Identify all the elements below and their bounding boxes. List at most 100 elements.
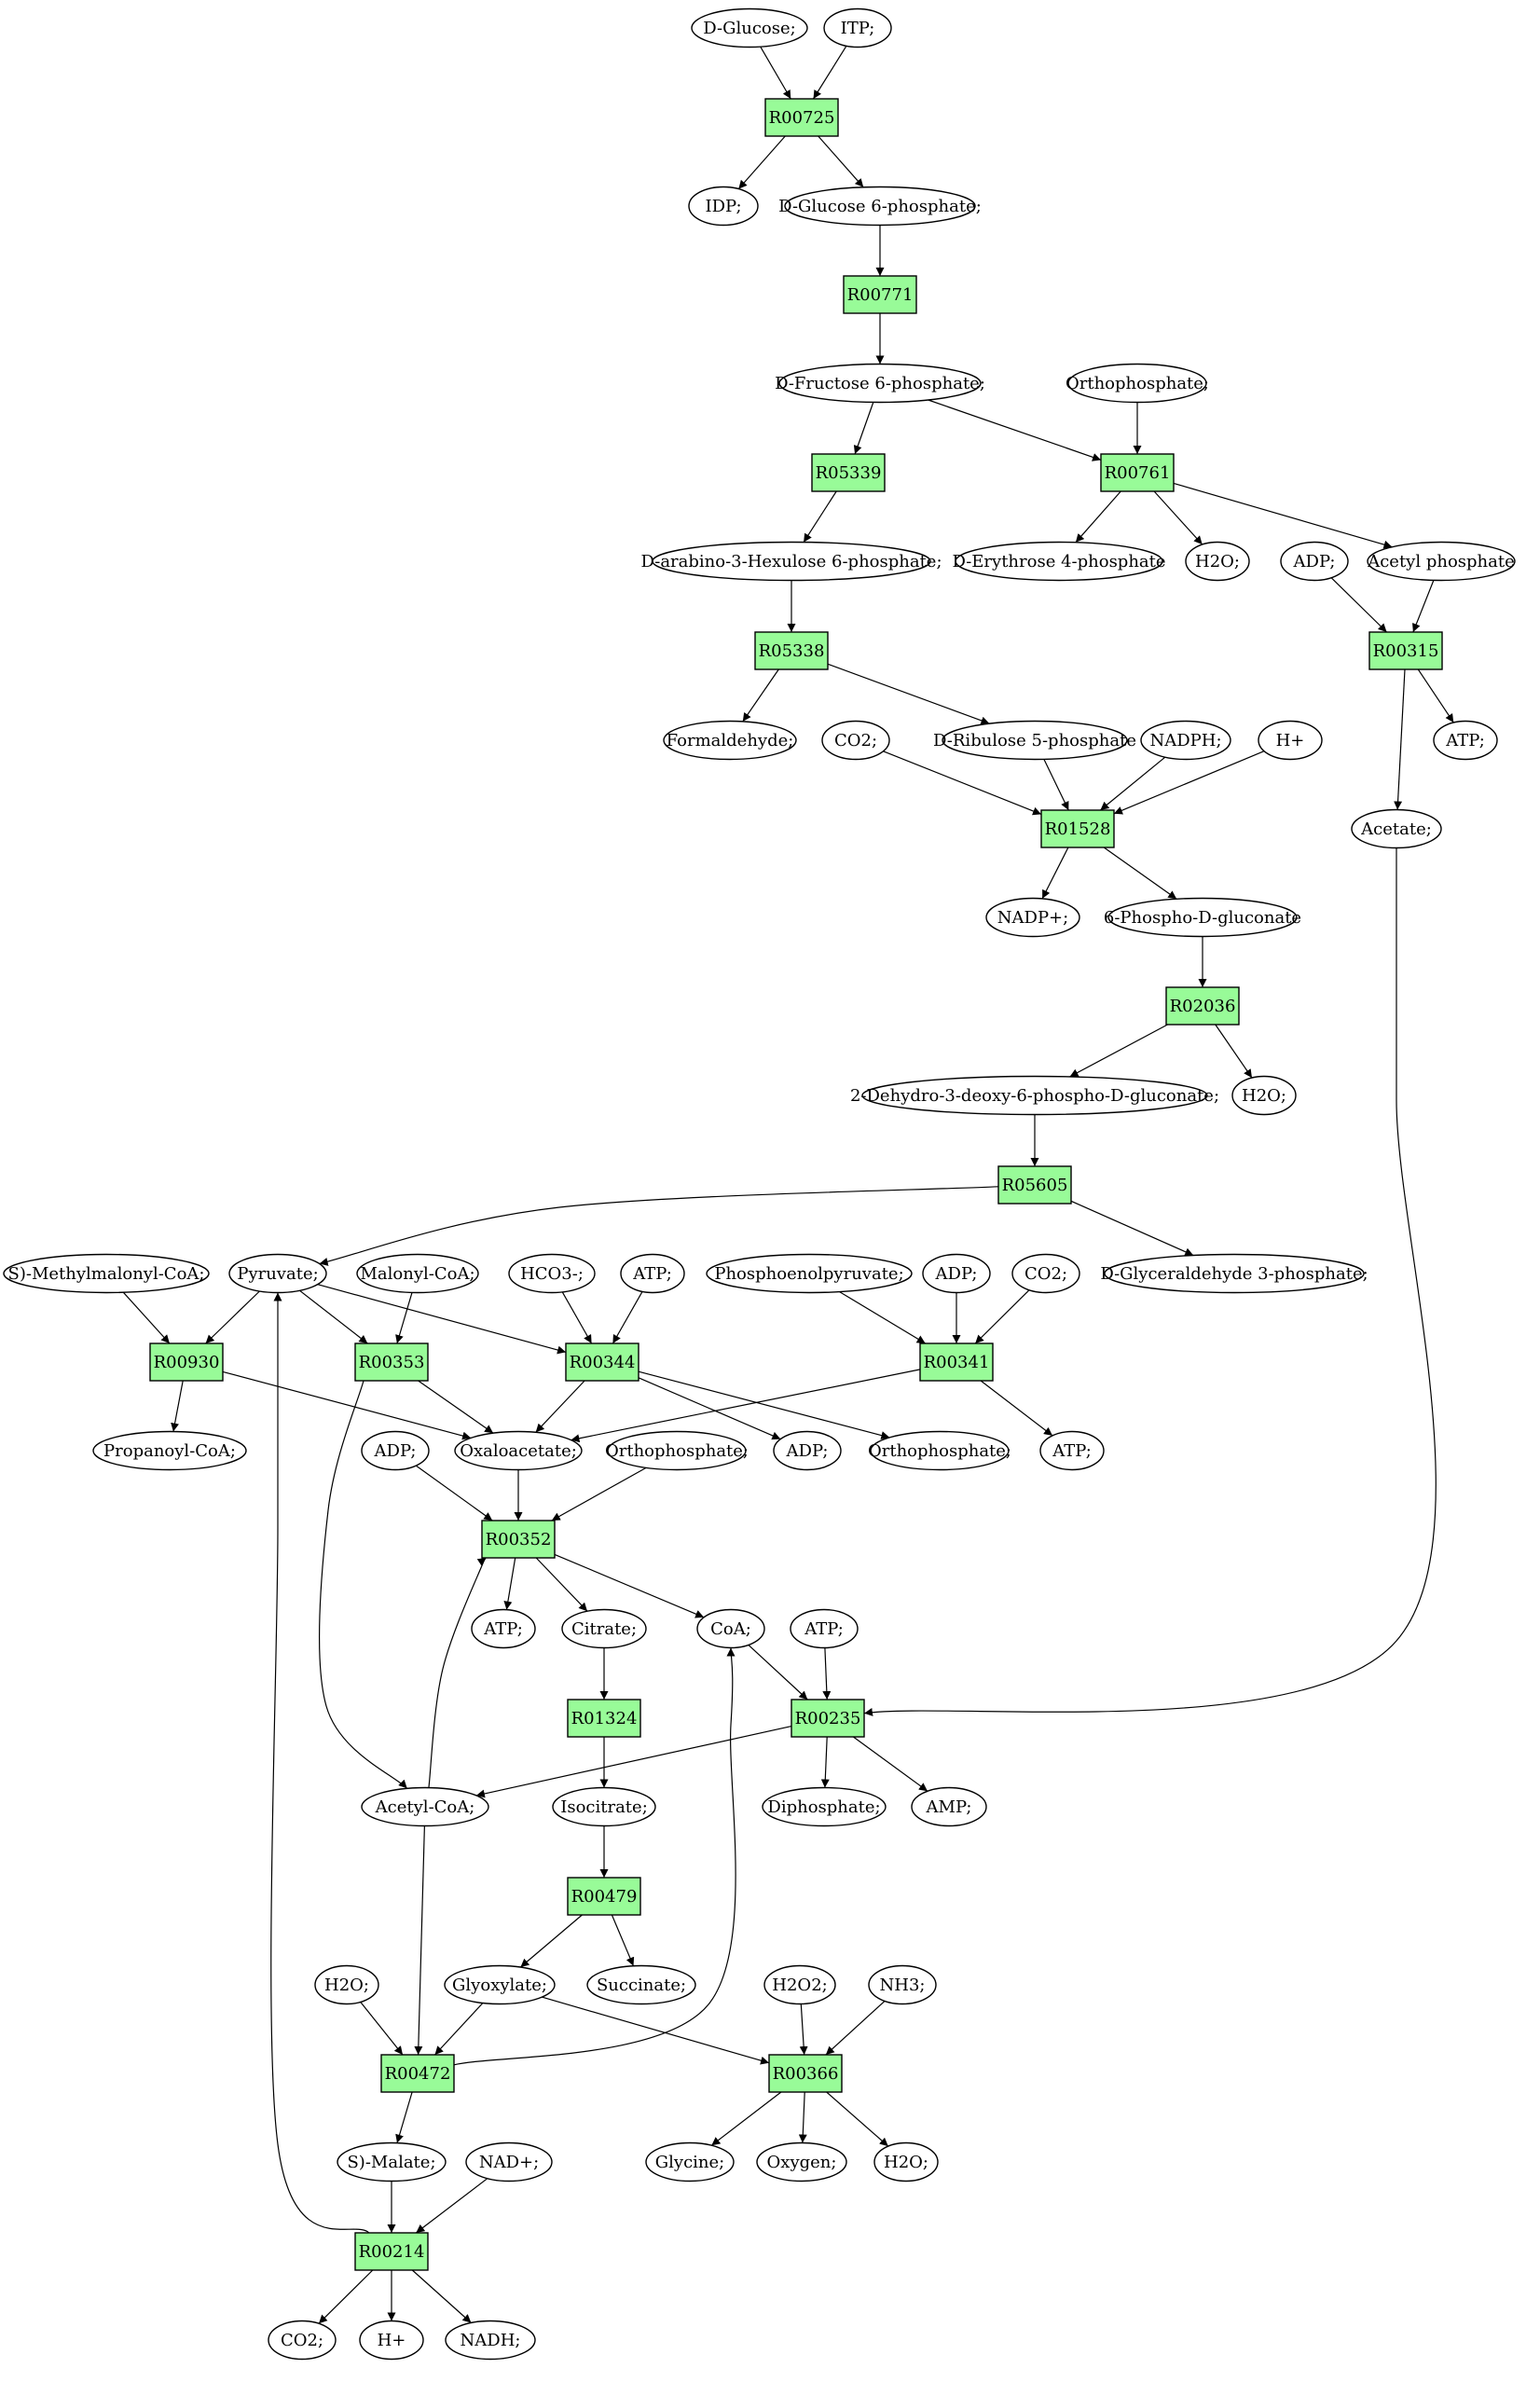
metabolite-node-idp[interactable]: IDP;: [688, 186, 759, 227]
metabolite-node-g6p[interactable]: D-Glucose 6-phosphate;: [778, 186, 982, 227]
metabolite-node-ribulose[interactable]: D-Ribulose 5-phosphate: [933, 720, 1136, 761]
metabolite-node-citrate[interactable]: Citrate;: [561, 1608, 647, 1649]
metabolite-node-hexulose[interactable]: D-arabino-3-Hexulose 6-phosphate;: [640, 541, 942, 582]
metabolite-ellipse: [691, 7, 808, 48]
metabolite-node-nadpplus[interactable]: NADP+;: [985, 897, 1080, 938]
reaction-node-R00315[interactable]: R00315: [1368, 631, 1443, 670]
reaction-node-R00771[interactable]: R00771: [843, 275, 917, 314]
metabolite-node-glycine[interactable]: Glycine;: [645, 2141, 735, 2182]
node-label: Citrate;: [571, 1619, 637, 1639]
reaction-node-R00930[interactable]: R00930: [149, 1342, 224, 1382]
metabolite-node-hplus1[interactable]: H+: [1258, 720, 1323, 761]
metabolite-node-hco3[interactable]: HCO3-;: [508, 1253, 596, 1294]
metabolite-node-itp[interactable]: ITP;: [823, 7, 892, 48]
metabolite-node-atp5[interactable]: ATP;: [790, 1608, 859, 1649]
reaction-node-R05339[interactable]: R05339: [811, 453, 886, 492]
metabolite-node-smm[interactable]: S)-Methylmalonyl-CoA;: [3, 1253, 210, 1294]
metabolite-node-acetylp[interactable]: Acetyl phosphate: [1367, 541, 1516, 582]
metabolite-node-h2o2[interactable]: H2O2;: [763, 1964, 836, 2005]
metabolite-ellipse: [1433, 720, 1498, 761]
metabolite-node-adp4[interactable]: ADP;: [773, 1430, 842, 1471]
metabolite-node-glyoxylate[interactable]: Glyoxylate;: [444, 1964, 556, 2005]
reaction-node-R00235[interactable]: R00235: [791, 1699, 865, 1738]
metabolite-ellipse: [337, 2141, 447, 2182]
metabolite-node-nadph[interactable]: NADPH;: [1140, 720, 1231, 761]
reaction-node-R00353[interactable]: R00353: [354, 1342, 429, 1382]
metabolite-node-oaa[interactable]: Oxaloacetate;: [454, 1430, 583, 1471]
node-label: Pyruvate;: [237, 1264, 318, 1284]
metabolite-node-oxygen[interactable]: Oxygen;: [756, 2141, 847, 2182]
metabolite-node-orthop3[interactable]: Orthophosphate;: [868, 1430, 1011, 1471]
metabolite-node-nh3[interactable]: NH3;: [868, 1964, 937, 2005]
node-label: R01324: [571, 1709, 638, 1728]
reaction-node-R01324[interactable]: R01324: [567, 1699, 641, 1738]
metabolite-node-succinate[interactable]: Succinate;: [586, 1964, 696, 2005]
metabolite-ellipse: [688, 186, 759, 227]
metabolite-node-propanoyl[interactable]: Propanoyl-CoA;: [92, 1430, 247, 1471]
metabolite-node-co2c[interactable]: CO2;: [268, 2320, 337, 2361]
node-label: D-Fructose 6-phosphate;: [775, 374, 985, 393]
metabolite-node-glucose[interactable]: D-Glucose;: [691, 7, 808, 48]
metabolite-node-g3p[interactable]: D-Glyceraldehyde 3-phosphate;: [1100, 1253, 1368, 1294]
metabolite-node-orthop1[interactable]: Orthophosphate;: [1066, 363, 1209, 404]
metabolite-node-coa[interactable]: CoA;: [696, 1608, 765, 1649]
edge-R05605-to-g3p: [1070, 1200, 1194, 1257]
metabolite-node-atp1[interactable]: ATP;: [1433, 720, 1498, 761]
metabolite-node-acetate[interactable]: Acetate;: [1351, 808, 1442, 849]
metabolite-node-hplus2[interactable]: H+: [359, 2320, 424, 2361]
metabolite-node-pep[interactable]: Phosphoenolpyruvate;: [706, 1253, 913, 1294]
metabolite-node-co2b[interactable]: CO2;: [1011, 1253, 1080, 1294]
metabolite-ellipse: [508, 1253, 596, 1294]
metabolite-node-formaldehyde[interactable]: Formaldehyde;: [663, 720, 797, 761]
node-label: H+: [1276, 731, 1305, 750]
edge-R00214-to-nadh: [411, 2269, 472, 2323]
metabolite-ellipse: [228, 1253, 327, 1294]
metabolite-node-6pg[interactable]: 6-Phospho-D-gluconate: [1104, 897, 1301, 938]
node-label: NADH;: [461, 2331, 521, 2350]
metabolite-node-atp2[interactable]: ATP;: [620, 1253, 685, 1294]
metabolite-node-diphosphate[interactable]: Diphosphate;: [762, 1786, 887, 1827]
reaction-box: [380, 2054, 455, 2093]
metabolite-node-kdpg[interactable]: 2-Dehydro-3-deoxy-6-phospho-D-gluconate;: [850, 1075, 1219, 1116]
metabolite-node-malonyl[interactable]: Malonyl-CoA;: [356, 1253, 479, 1294]
metabolite-ellipse: [92, 1430, 247, 1471]
metabolite-node-amp[interactable]: AMP;: [911, 1786, 987, 1827]
metabolite-node-adp2[interactable]: ADP;: [922, 1253, 991, 1294]
reaction-node-R00352[interactable]: R00352: [481, 1520, 556, 1559]
metabolite-ellipse: [620, 1253, 685, 1294]
reaction-node-R05338[interactable]: R05338: [754, 631, 829, 670]
metabolite-node-h2o2x[interactable]: H2O;: [1231, 1075, 1297, 1116]
reaction-node-R00725[interactable]: R00725: [764, 98, 839, 137]
metabolite-node-nadplus[interactable]: NAD+;: [465, 2141, 553, 2182]
reaction-node-R01528[interactable]: R01528: [1040, 809, 1115, 848]
metabolite-node-adp1[interactable]: ADP;: [1280, 541, 1349, 582]
metabolite-node-nadh[interactable]: NADH;: [445, 2320, 536, 2361]
metabolite-node-e4p[interactable]: D-Erythrose 4-phosphate: [952, 541, 1166, 582]
metabolite-node-orthop2[interactable]: Orthophosphate;: [605, 1430, 749, 1471]
metabolite-ellipse: [790, 1608, 859, 1649]
reaction-node-R00479[interactable]: R00479: [567, 1877, 641, 1916]
metabolite-node-f6p[interactable]: D-Fructose 6-phosphate;: [775, 363, 985, 404]
metabolite-node-pyruvate[interactable]: Pyruvate;: [228, 1253, 327, 1294]
reaction-node-R00344[interactable]: R00344: [565, 1342, 639, 1382]
metabolite-node-h2o3[interactable]: H2O;: [314, 1964, 379, 2005]
metabolite-node-h2o1[interactable]: H2O;: [1185, 541, 1250, 582]
metabolite-node-adp3[interactable]: ADP;: [361, 1430, 430, 1471]
metabolite-node-smalate[interactable]: S)-Malate;: [337, 2141, 447, 2182]
metabolite-node-atp4[interactable]: ATP;: [471, 1608, 536, 1649]
metabolite-node-h2o4[interactable]: H2O;: [873, 2141, 939, 2182]
reaction-node-R00341[interactable]: R00341: [919, 1342, 994, 1382]
metabolite-node-isocitrate[interactable]: Isocitrate;: [552, 1786, 656, 1827]
reaction-node-R00761[interactable]: R00761: [1100, 453, 1175, 492]
reaction-node-R00366[interactable]: R00366: [768, 2054, 843, 2093]
metabolite-node-co2a[interactable]: CO2;: [821, 720, 890, 761]
metabolite-node-atp3[interactable]: ATP;: [1039, 1430, 1105, 1471]
reaction-node-R00472[interactable]: R00472: [380, 2054, 455, 2093]
reaction-node-R05605[interactable]: R05605: [997, 1165, 1072, 1205]
reaction-node-R00214[interactable]: R00214: [354, 2232, 429, 2271]
metabolite-node-acetylcoa[interactable]: Acetyl-CoA;: [361, 1786, 489, 1827]
metabolite-ellipse: [922, 1253, 991, 1294]
node-label: R00315: [1373, 641, 1439, 661]
reaction-node-R02036[interactable]: R02036: [1165, 986, 1240, 1026]
